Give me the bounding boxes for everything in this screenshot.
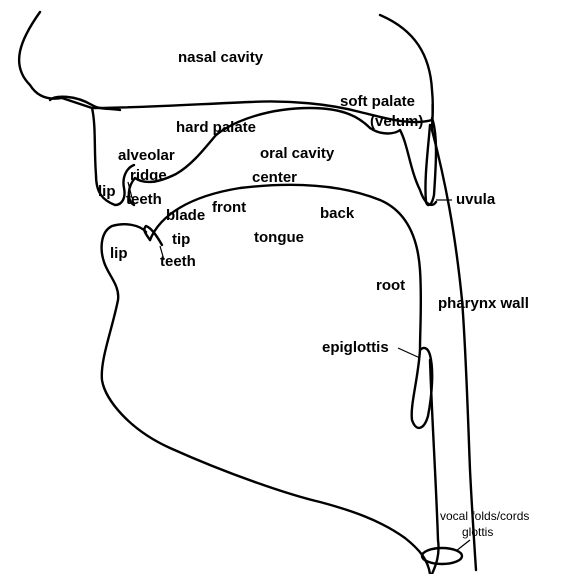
- label-back: back: [320, 205, 355, 222]
- label-epiglottis: epiglottis: [322, 339, 389, 356]
- label-front: front: [212, 199, 246, 216]
- label-velum: (velum): [370, 113, 423, 130]
- label-alveolar: alveolar: [118, 147, 175, 164]
- glottis-leader: [456, 540, 470, 551]
- epiglottis-leader: [398, 348, 420, 358]
- label-glottis: glottis: [462, 525, 493, 539]
- label-teeth-upper: teeth: [126, 191, 162, 208]
- uvula-outline: [425, 118, 436, 205]
- label-tip: tip: [172, 231, 190, 248]
- label-vocal-folds: vocal folds/cords: [440, 509, 529, 523]
- label-tongue: tongue: [254, 229, 304, 246]
- label-lip-upper: lip: [98, 183, 116, 200]
- label-root: root: [376, 277, 405, 294]
- label-hard-palate: hard palate: [176, 119, 256, 136]
- label-soft-palate: soft palate: [340, 93, 415, 110]
- label-oral-cavity: oral cavity: [260, 145, 335, 162]
- label-blade: blade: [166, 207, 205, 224]
- label-uvula: uvula: [456, 191, 496, 208]
- label-pharynx-wall: pharynx wall: [438, 295, 529, 312]
- label-ridge: ridge: [130, 167, 167, 184]
- label-lip-lower: lip: [110, 245, 128, 262]
- larynx-outline: [430, 360, 439, 574]
- label-center: center: [252, 169, 297, 186]
- label-teeth-lower: teeth: [160, 253, 196, 270]
- label-nasal-cavity: nasal cavity: [178, 49, 264, 66]
